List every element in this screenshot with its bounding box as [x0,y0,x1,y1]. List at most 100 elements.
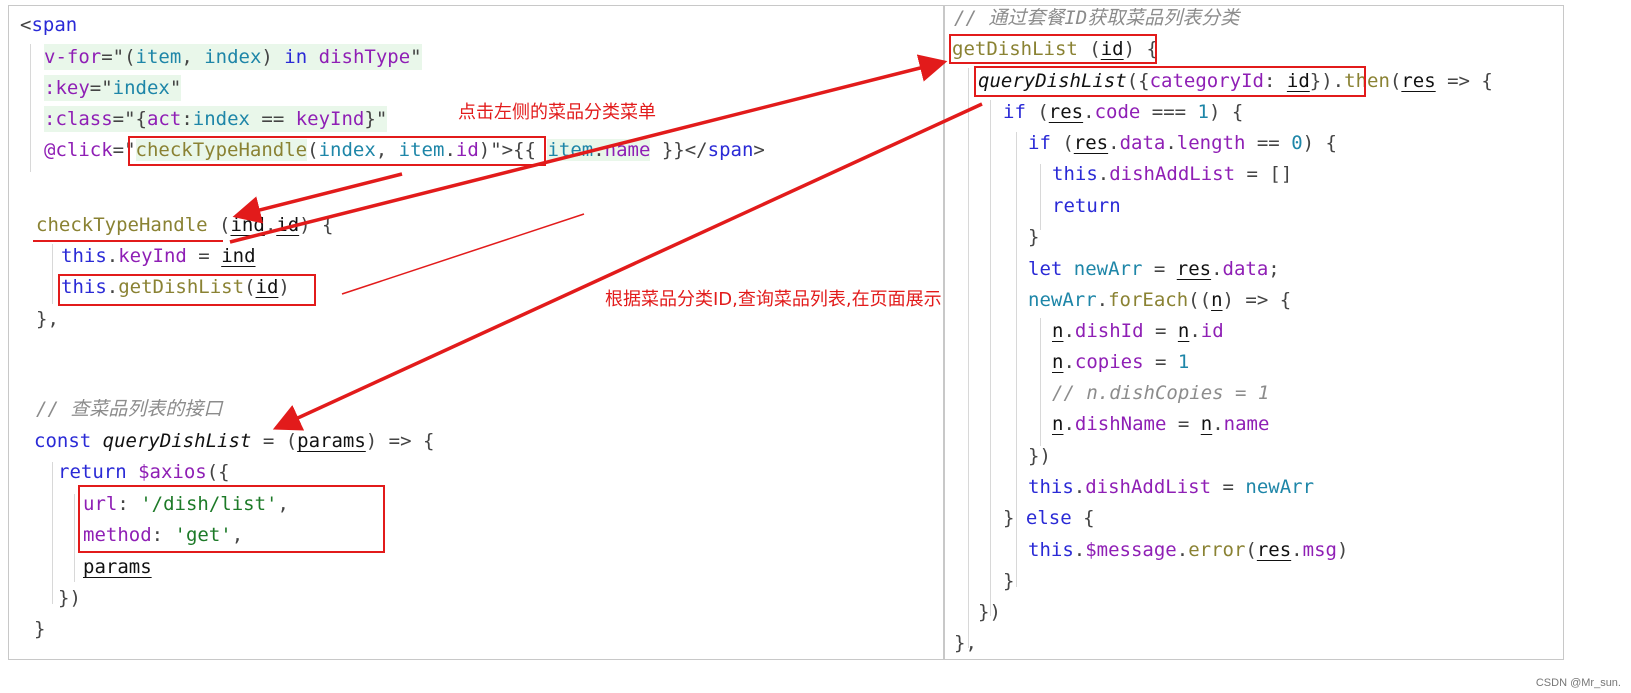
code-token: . [1063,413,1075,435]
code-token: let [1028,258,1063,280]
code-token: . [1073,539,1086,561]
code-token: // n.dishCopies = 1 [1052,382,1270,404]
code-token: dishId [1074,320,1144,342]
code-token: = [] [1235,163,1293,185]
indent-guide [1040,164,1041,230]
code-line: this.$message.error(res.msg) [1028,537,1348,563]
code-token: item [398,139,445,161]
code-line: :class="{act:index == keyInd}" [44,106,388,132]
code-token: keyInd [118,245,187,267]
code-token: id [255,276,279,298]
code-token: ) { [1208,101,1244,123]
code-token: ) => { [365,430,435,452]
code-token: return [1052,195,1121,217]
code-token: }, [36,308,59,330]
code-token: newArr [1245,476,1315,498]
code-token: dishAddList [1085,476,1212,498]
code-token: = [1143,320,1178,342]
arrow-to-query-dish-list [272,102,983,431]
code-line: this.dishAddList = newArr [1028,474,1314,500]
code-token: . [1211,258,1223,280]
code-token: in [284,46,308,68]
code-token: ( [1050,132,1074,154]
code-line: }, [954,630,977,656]
code-token: = ( [251,430,298,452]
code-token: =" [89,77,113,99]
indent-guide [968,68,969,648]
code-line: :key="index" [44,75,182,101]
code-token: then [1344,70,1390,92]
code-token: ) { [1123,38,1158,60]
code-token: < [20,14,32,36]
code-token: } [1028,226,1040,248]
code-line: } else { [1003,505,1095,531]
code-token: : [181,108,193,130]
indent-guide [1040,318,1041,446]
code-token: } [1003,507,1026,529]
code-line: if (res.data.length == 0) { [1028,130,1337,156]
code-token: id [1100,38,1124,60]
code-token: categoryId [1149,70,1264,92]
code-token: @click [44,139,113,161]
code-token: : [151,524,175,546]
code-token: > [753,139,765,161]
code-token: // 查菜品列表的接口 [36,398,223,420]
code-token: dishType [318,46,411,68]
code-token: ) => { [1222,289,1292,311]
code-token: :key [44,77,90,99]
code-token: } [1003,570,1015,592]
code-token: item [547,139,594,161]
code-token: this [61,276,107,298]
code-line: n.copies = 1 [1052,349,1189,375]
code-token: id [1200,320,1224,342]
code-token: n [1052,413,1064,435]
code-token: 'get' [174,524,232,546]
code-token: ({ [206,461,230,483]
code-token: 1 [1197,101,1209,123]
code-token: . [1073,476,1086,498]
code-token: span [707,139,754,161]
code-token: getDishList [118,276,245,298]
code-token: { [135,108,147,130]
code-line: let newArr = res.data; [1028,256,1280,282]
code-token: $message [1085,539,1177,561]
code-token: data [1222,258,1269,280]
code-token: data [1119,132,1166,154]
code-token: . [1108,132,1120,154]
code-token: if [1028,132,1051,154]
code-line: const queryDishList = (params) => { [34,428,434,454]
code-token: error [1188,539,1246,561]
code-token: index [112,77,170,99]
code-line: method: 'get', [83,522,243,548]
code-token: }) [978,601,1001,623]
code-token: ) [1336,539,1349,561]
code-token: ( [1389,70,1402,92]
code-token: }}</ [650,139,708,161]
code-token: { [1071,507,1095,529]
code-token: } [34,618,46,640]
code-token: newArr [1028,289,1097,311]
code-token: index [192,108,250,130]
code-token: == [249,108,296,130]
code-token: const [34,430,92,452]
code-token: ( [207,214,231,236]
code-line: return $axios({ [58,459,230,485]
highlight-box-get-dish-list-def [949,34,1157,64]
code-line: }) [1028,443,1051,469]
code-token: " [375,108,388,130]
code-token: res [1048,101,1084,123]
code-token: ( [307,139,319,161]
code-token: method [83,524,152,546]
code-token: params [297,430,366,452]
code-token: . [1083,101,1095,123]
code-token: n [1200,413,1213,435]
code-token: return [58,461,127,483]
code-token: '/dish/list' [140,493,278,515]
code-token: = [1166,413,1201,435]
indent-guide [1016,132,1017,587]
code-token: n [1052,320,1064,342]
code-token: == [1245,132,1292,154]
code-token: = [1143,351,1178,373]
code-line: params [83,554,152,580]
code-line: // 通过套餐ID获取菜品列表分类 [954,5,1239,31]
